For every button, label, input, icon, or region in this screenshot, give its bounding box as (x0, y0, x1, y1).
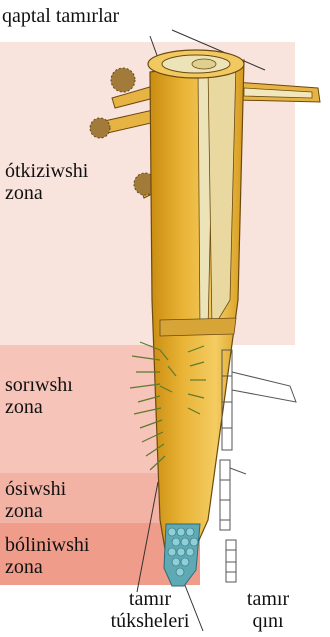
root-cap-label: tamır qını (238, 588, 298, 632)
lateral-root-right (235, 82, 320, 102)
absorption-zone-label: sorıwshı zona (5, 374, 73, 418)
conducting-zone-label: ótkiziwshi zona (5, 160, 88, 204)
root-hairs-label: tamır túksheleri (92, 588, 208, 632)
lateral-roots-label: qaptal tamırlar (2, 5, 119, 27)
growth-zone-label: ósiwshi zona (5, 478, 66, 522)
root-cap (164, 524, 200, 586)
division-zone-label: bóliniwshi zona (5, 534, 89, 578)
cell-detail-sketch (220, 350, 296, 582)
